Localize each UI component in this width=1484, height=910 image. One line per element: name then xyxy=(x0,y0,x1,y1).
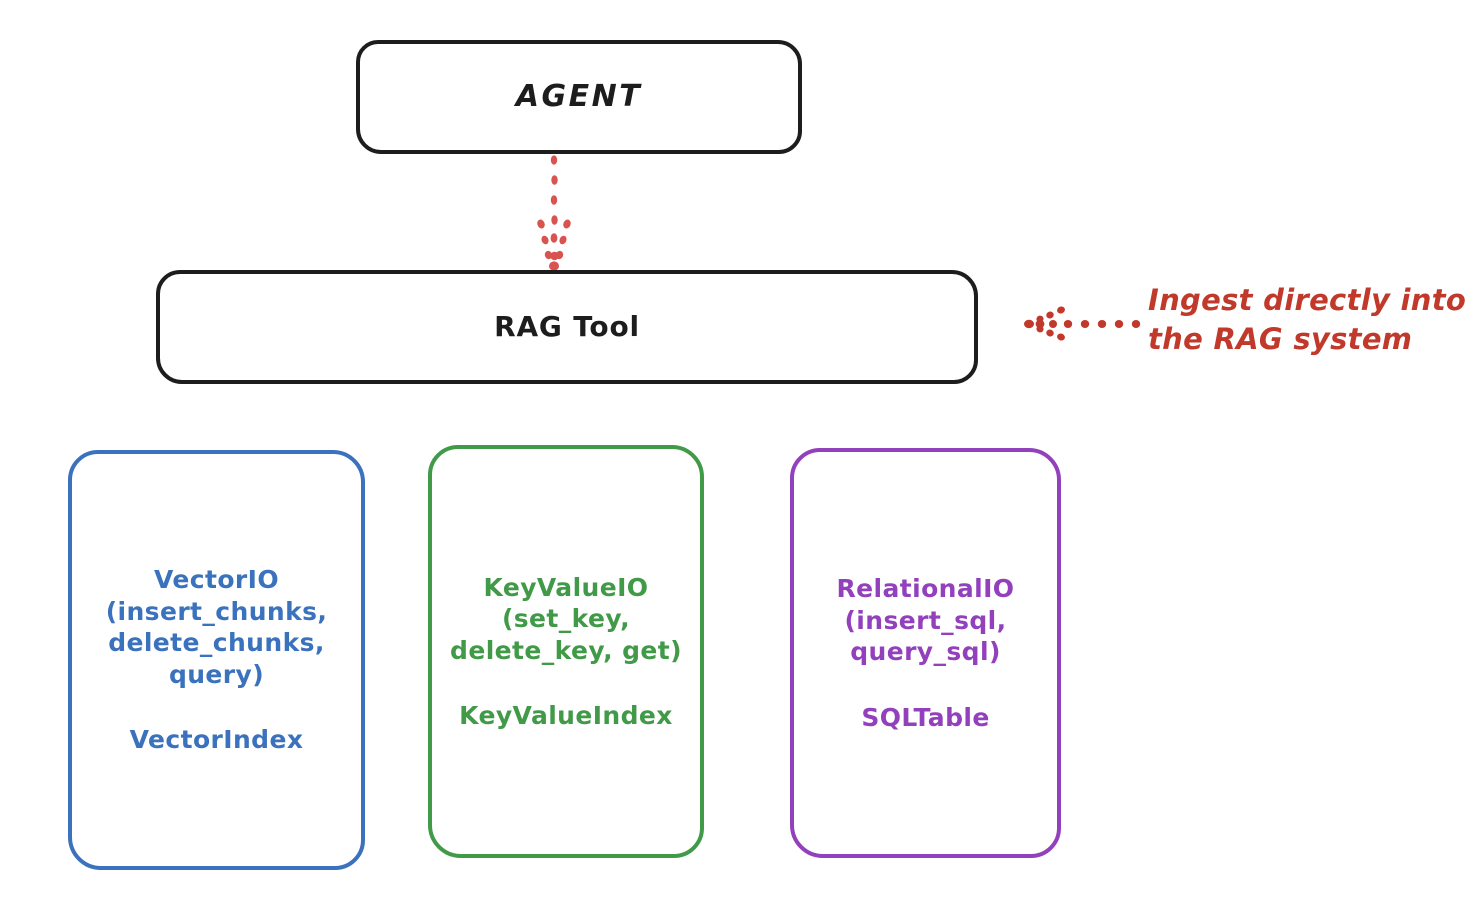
node-relational-io-api-label: RelationalIO (insert_sql, query_sql) xyxy=(836,574,1015,666)
node-vector-io-index-label: VectorIndex xyxy=(129,725,304,755)
node-relational-io[interactable]: RelationalIO (insert_sql, query_sql) SQL… xyxy=(790,448,1061,858)
node-vector-io-api-label: VectorIO (insert_chunks, delete_chunks, … xyxy=(105,565,328,689)
node-vector-io[interactable]: VectorIO (insert_chunks, delete_chunks, … xyxy=(68,450,365,870)
node-rag-tool-label: RAG Tool xyxy=(494,310,640,344)
node-key-value-io[interactable]: KeyValueIO (set_key, delete_key, get) Ke… xyxy=(428,445,704,858)
connector-agent-to-rag-tool-icon xyxy=(537,155,571,271)
node-relational-io-index-label: SQLTable xyxy=(861,702,990,732)
node-agent-label: AGENT xyxy=(515,79,643,115)
connector-ingest-arrow-icon xyxy=(1024,306,1141,341)
node-key-value-io-api-label: KeyValueIO (set_key, delete_key, get) xyxy=(450,572,682,665)
annotation-ingest-note: Ingest directly into the RAG system xyxy=(1148,283,1467,356)
node-rag-tool[interactable]: RAG Tool xyxy=(156,270,978,384)
node-key-value-io-index-label: KeyValueIndex xyxy=(459,701,673,730)
node-agent[interactable]: AGENT xyxy=(356,40,802,154)
